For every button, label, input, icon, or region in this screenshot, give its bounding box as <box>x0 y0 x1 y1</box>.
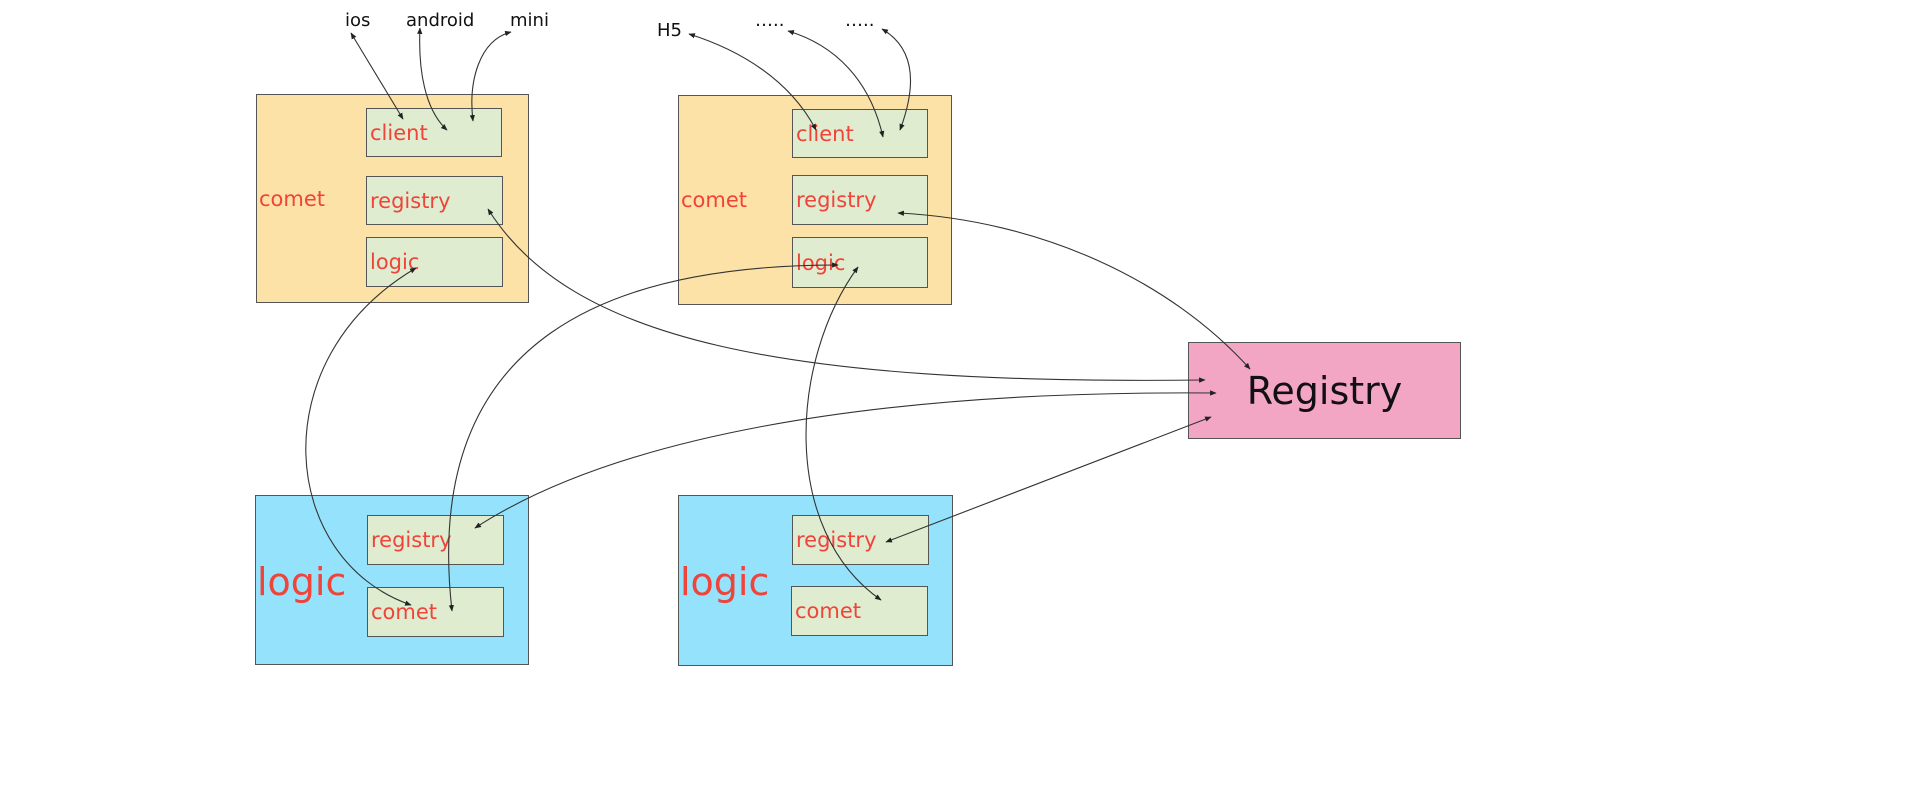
h5-label: H5 <box>657 20 682 41</box>
logic-1-registry-label: registry <box>371 528 452 552</box>
logic-node-2: logic registry comet <box>678 495 953 666</box>
comet-1-registry-box: registry <box>366 176 503 225</box>
logic-node-2-title: logic <box>680 560 770 604</box>
logic-2-registry-box: registry <box>792 515 929 565</box>
more-clients-label-2: ….. <box>845 10 875 31</box>
logic-1-registry-box: registry <box>367 515 504 565</box>
comet-1-logic-box: logic <box>366 237 503 287</box>
comet-2-registry-box: registry <box>792 175 928 225</box>
ios-label: ios <box>345 10 371 31</box>
registry-center-node: Registry <box>1188 342 1461 439</box>
comet-2-logic-box: logic <box>792 237 928 288</box>
comet-node-1: comet client registry logic <box>256 94 529 303</box>
comet-1-client-label: client <box>370 120 428 145</box>
logic-node-1-title: logic <box>257 560 347 604</box>
logic-node-1: logic registry comet <box>255 495 529 665</box>
logic-2-comet-box: comet <box>791 586 928 636</box>
comet-1-client-box: client <box>366 108 502 157</box>
registry-center-label: Registry <box>1246 368 1403 413</box>
comet-node-2: comet client registry logic <box>678 95 952 305</box>
comet-2-registry-label: registry <box>796 188 877 212</box>
comet-1-logic-label: logic <box>370 250 420 274</box>
comet-2-client-box: client <box>792 109 928 158</box>
logic-2-comet-label: comet <box>795 599 862 623</box>
comet-2-client-label: client <box>796 121 854 146</box>
more-clients-label-1: ….. <box>755 10 785 31</box>
comet-node-1-title: comet <box>259 187 326 211</box>
comet-1-registry-label: registry <box>370 188 451 213</box>
comet-node-2-title: comet <box>681 188 748 212</box>
logic-1-comet-label: comet <box>371 600 438 624</box>
comet-2-logic-label: logic <box>796 250 846 275</box>
android-label: android <box>406 10 475 31</box>
logic-1-comet-box: comet <box>367 587 504 637</box>
mini-label: mini <box>510 10 549 31</box>
logic-2-registry-label: registry <box>796 528 877 552</box>
